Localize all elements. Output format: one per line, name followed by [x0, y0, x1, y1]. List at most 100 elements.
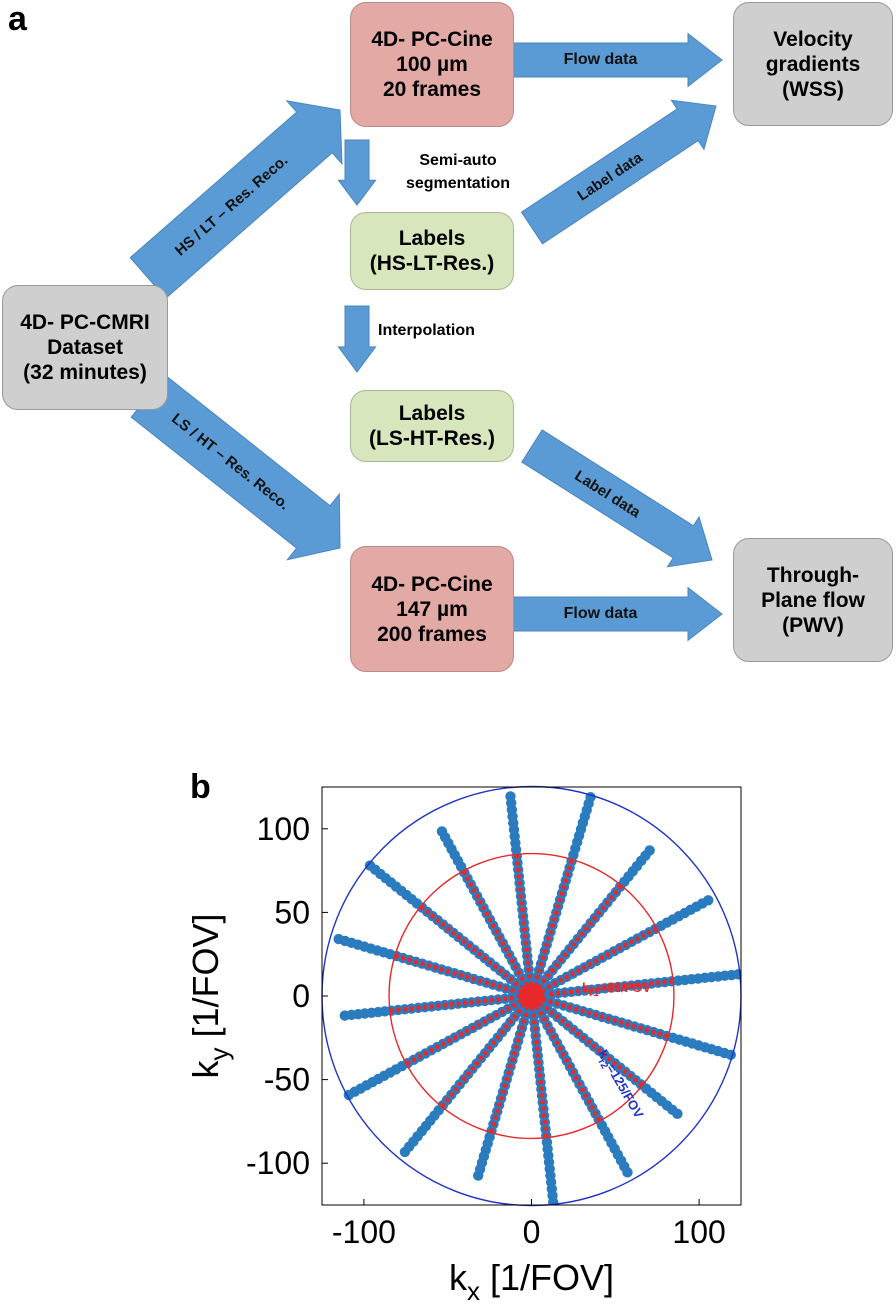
kspace-inner-point: [508, 995, 515, 1001]
kspace-inner-point: [502, 996, 508, 1002]
kspace-inner-point: [648, 980, 655, 987]
kspace-inner-point: [422, 1004, 428, 1010]
kspace-inner-point: [532, 1026, 538, 1032]
labels-ls-line-2: (LS-HT-Res.): [369, 427, 495, 450]
interpolation-note: Interpolation: [378, 322, 475, 339]
x-tick-label: -100: [332, 1214, 396, 1250]
kspace-inner-point: [535, 1059, 542, 1066]
kspace-inner-point: [534, 1046, 540, 1052]
labels-hs-box: Labels(HS-LT-Res.): [350, 212, 514, 290]
kspace-inner-point: [514, 860, 521, 866]
kspace-inner-point: [568, 989, 575, 995]
kspace-inner-point: [518, 893, 524, 899]
cine-hs-line-1: 4D- PC-Cine: [371, 28, 493, 51]
kspace-inner-point: [525, 960, 531, 966]
kspace-point: [364, 860, 376, 871]
kspace-inner-point: [533, 1039, 540, 1046]
segmentation-note: Semi-auto segmentation: [405, 152, 510, 192]
kspace-inner-point: [555, 990, 561, 996]
kspace-inner-point: [521, 926, 528, 933]
kspace-inner-point: [523, 946, 530, 953]
kspace-inner-point: [535, 1053, 541, 1059]
kspace-inner-point: [533, 1033, 539, 1039]
kspace-inner-point: [523, 940, 529, 946]
kspace-inner-point: [526, 973, 532, 979]
kspace-point: [339, 1010, 351, 1021]
source-line-3: (32 minutes): [23, 361, 147, 384]
kspace-inner-point: [582, 987, 588, 994]
panel-b-label: b: [190, 768, 211, 806]
kspace-inner-point: [521, 920, 527, 926]
kspace-inner-point: [524, 953, 530, 959]
sampling-circle-1: [388, 852, 675, 1140]
kspace-inner-point: [539, 1093, 545, 1099]
kspace-inner-point: [408, 1005, 415, 1012]
y-tick-label: -100: [246, 1145, 310, 1181]
kspace-point: [548, 1196, 559, 1205]
kspace-inner-point: [537, 1073, 543, 1079]
kspace-inner-point: [602, 985, 608, 991]
x-axis-label: kx [1/FOV]: [449, 1257, 614, 1304]
y-axis-label: ky [1/FOV]: [185, 913, 234, 1078]
inner-circle-annotation: kr1=85/FOV: [582, 980, 651, 999]
x-tick-label: 0: [523, 1214, 541, 1250]
kspace-inner-point: [635, 982, 641, 988]
kspace-inner-point: [536, 1066, 542, 1072]
kspace-inner-point: [531, 1020, 537, 1026]
kspace-inner-point: [522, 933, 528, 939]
x-tick-label: 100: [672, 1214, 725, 1250]
kspace-inner-point: [531, 1013, 537, 1019]
kspace-inner-point: [448, 1001, 455, 1007]
kspace-inner-point: [540, 1106, 547, 1112]
kspace-inner-point: [516, 880, 523, 886]
labels-ls-box: Labels(LS-HT-Res.): [350, 390, 514, 462]
kspace-inner-point: [455, 1001, 461, 1007]
kspace-inner-point: [541, 1113, 547, 1119]
kspace-inner-point: [655, 980, 661, 986]
kspace-inner-point: [475, 998, 481, 1005]
cine-hs-line-3: 20 frames: [382, 78, 482, 101]
kspace-inner-point: [462, 1000, 468, 1006]
kspace-inner-point: [662, 979, 668, 985]
kspace-point: [399, 1146, 411, 1158]
kspace-point: [505, 791, 516, 802]
labels-hs-line-2: (HS-LT-Res.): [369, 252, 495, 275]
kspace-point: [333, 933, 344, 945]
kspace-inner-point: [395, 1007, 401, 1013]
kspace-point: [644, 845, 655, 856]
kspace-inner-point: [515, 867, 521, 873]
kspace-point: [622, 1167, 633, 1178]
kspace-inner-point: [575, 988, 581, 994]
kspace-inner-point: [628, 982, 635, 989]
kspace-inner-point: [482, 998, 488, 1004]
kspace-point: [672, 1108, 683, 1120]
kspace-inner-point: [542, 1119, 548, 1125]
kspace-inner-point: [642, 981, 648, 987]
flow-data-bottom-arrow-label: Flow data: [563, 605, 638, 622]
kspace-inner-point: [520, 913, 526, 919]
through-plane-line-2: Plane flow: [761, 588, 865, 612]
kspace-inner-point: [595, 986, 601, 992]
source-line-1: 4D- PC-CMRI: [20, 311, 150, 334]
kspace-inner-point: [562, 989, 568, 996]
kspace-point: [703, 895, 714, 906]
y-tick-label: 50: [274, 894, 310, 930]
kspace-inner-point: [415, 1005, 421, 1011]
kspace-inner-point: [488, 997, 495, 1003]
velocity-line-2: gradients: [765, 52, 861, 76]
kspace-point: [732, 969, 741, 980]
kspace-point: [343, 1089, 355, 1101]
kspace-inner-point: [548, 991, 555, 997]
kspace-inner-point: [519, 900, 525, 906]
y-tick-label: -50: [264, 1062, 310, 1098]
kspace-inner-point: [538, 1079, 544, 1086]
labels-ls-line-1: Labels: [398, 402, 466, 425]
velocity-line-3: (WSS): [782, 77, 844, 101]
scatter-points: [333, 791, 741, 1205]
kspace-inner-point: [540, 1099, 546, 1106]
through-plane-line-3: (PWV): [782, 613, 844, 637]
